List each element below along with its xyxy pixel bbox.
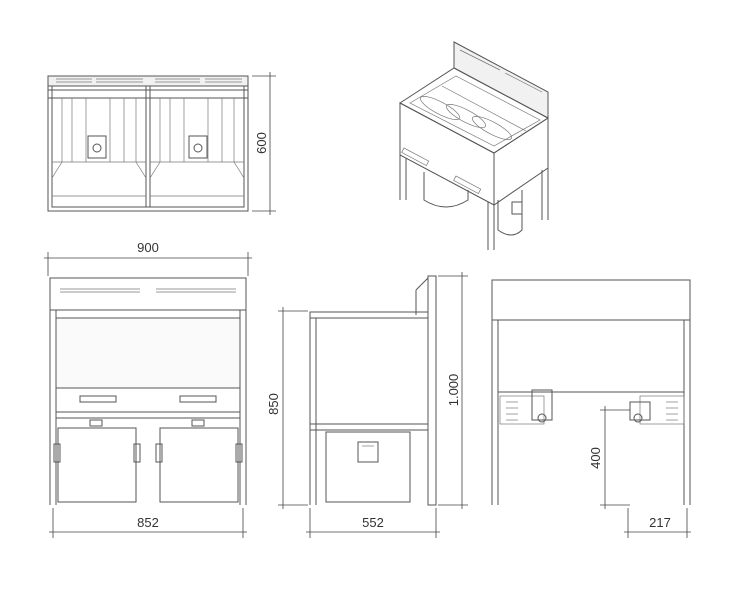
front-view <box>49 277 247 505</box>
dimension-rear-pan-height: 400 <box>588 406 630 509</box>
dimension-label-850: 850 <box>266 393 281 415</box>
dimension-label-600: 600 <box>254 132 269 154</box>
dimension-label-400: 400 <box>588 447 603 469</box>
dimension-side-depth: 552 <box>306 508 440 538</box>
dimension-label-552: 552 <box>362 515 384 530</box>
dimension-top-depth: 600 <box>252 72 276 215</box>
dimension-label-1000: 1.000 <box>446 374 461 407</box>
top-view <box>47 75 249 212</box>
dimension-side-total-height: 1.000 <box>438 272 468 509</box>
dimension-side-height: 850 <box>266 307 308 509</box>
side-view <box>309 275 437 506</box>
dimension-label-900: 900 <box>137 240 159 255</box>
perspective-view <box>399 41 549 250</box>
dimension-front-width: 900 <box>44 240 252 276</box>
dimension-label-852: 852 <box>137 515 159 530</box>
dimension-front-inner-width: 852 <box>49 508 247 538</box>
dimension-label-217: 217 <box>649 515 671 530</box>
rear-view <box>491 279 691 505</box>
dimension-rear-pan-offset: 217 <box>624 508 691 538</box>
